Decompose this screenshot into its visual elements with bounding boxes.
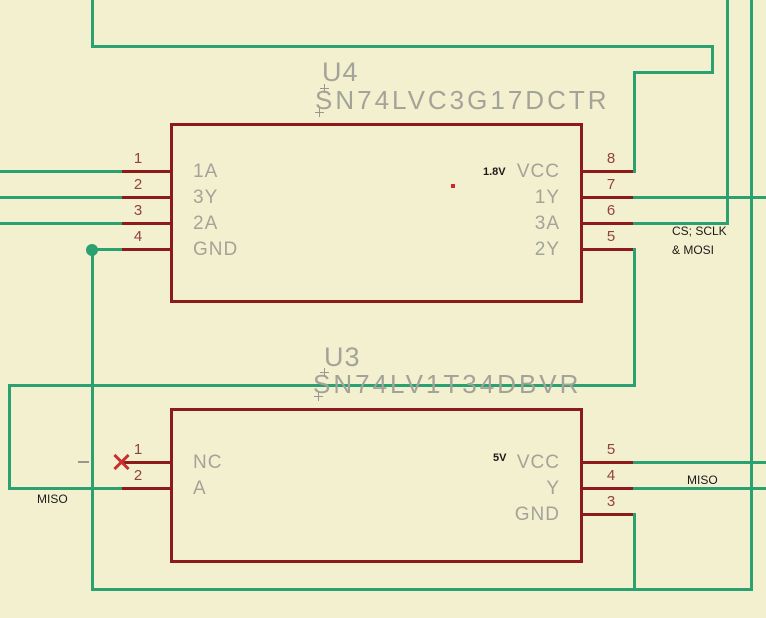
- wire-segment[interactable]: [633, 71, 636, 173]
- u4-pin-4[interactable]: [122, 248, 172, 251]
- u4-origin-cross-icon: [320, 84, 329, 93]
- pin-label: 1A: [193, 161, 219, 182]
- u4-pin-2[interactable]: [122, 196, 172, 199]
- wire-segment[interactable]: [633, 222, 729, 225]
- u4-pin-7[interactable]: [581, 196, 633, 199]
- pin-number: 6: [606, 202, 616, 219]
- u4-pin-6[interactable]: [581, 222, 633, 225]
- wire-segment[interactable]: [0, 170, 122, 173]
- net-label-5v: 5V: [493, 452, 507, 464]
- u3-pin-3[interactable]: [581, 513, 633, 516]
- pin-number: 4: [133, 228, 143, 245]
- u3-origin-cross-icon: [314, 392, 323, 401]
- u4-value: SN74LVC3G17DCTR: [315, 85, 610, 115]
- wire-segment[interactable]: [711, 45, 714, 74]
- wire-segment[interactable]: [633, 248, 636, 387]
- wire-segment[interactable]: [726, 0, 729, 225]
- u3-symbol-body[interactable]: [170, 408, 583, 563]
- u4-anchor-icon: [451, 184, 455, 188]
- wire-segment[interactable]: [8, 384, 636, 387]
- junction-dot[interactable]: [86, 244, 98, 256]
- pin-number: 4: [606, 467, 616, 484]
- u4-refdes: U4: [322, 57, 359, 87]
- pin-number: 3: [606, 493, 616, 510]
- pin-number: 5: [606, 228, 616, 245]
- wire-segment[interactable]: [91, 248, 122, 251]
- u4-symbol-body[interactable]: [170, 123, 583, 303]
- wire-segment[interactable]: [8, 487, 122, 490]
- pin-label: NC: [193, 452, 223, 473]
- u4-pin-3[interactable]: [122, 222, 172, 225]
- wire-segment[interactable]: [0, 222, 122, 225]
- wire-segment[interactable]: [750, 0, 753, 591]
- u4-pin-1[interactable]: [122, 170, 172, 173]
- pin-number: 7: [606, 176, 616, 193]
- wire-segment[interactable]: [8, 384, 11, 490]
- pin-label: A: [193, 478, 207, 499]
- wire-segment[interactable]: [91, 0, 94, 48]
- u3-pin-5[interactable]: [581, 461, 633, 464]
- net-label-mosi: & MOSI: [672, 243, 715, 257]
- net-label-1v8: 1.8V: [483, 166, 506, 178]
- wire-segment[interactable]: [91, 588, 753, 591]
- u3-anchor-dash-icon: [78, 461, 89, 463]
- u3-value: SN74LV1T34DBVR: [313, 369, 582, 399]
- wire-segment[interactable]: [633, 487, 766, 490]
- pin-label: GND: [193, 239, 239, 260]
- u3-pin-1[interactable]: [122, 461, 172, 464]
- pin-number: 8: [606, 150, 616, 167]
- pin-number: 1: [133, 441, 143, 458]
- u4-pin-8[interactable]: [581, 170, 633, 173]
- pin-label: VCC: [516, 161, 560, 182]
- pin-label: GND: [514, 504, 560, 525]
- net-label-miso-right: MISO: [687, 473, 718, 487]
- pin-label: VCC: [516, 452, 560, 473]
- pin-label: 2Y: [534, 239, 560, 260]
- pin-number: 3: [133, 202, 143, 219]
- u3-pin-2[interactable]: [122, 487, 172, 490]
- u3-refdes: U3: [324, 342, 361, 372]
- pin-label: 3Y: [193, 187, 219, 208]
- pin-number: 2: [133, 467, 143, 484]
- u4-origin-cross-icon: [315, 108, 324, 117]
- wire-segment[interactable]: [633, 71, 714, 74]
- wire-segment[interactable]: [633, 461, 766, 464]
- pin-number: 5: [606, 441, 616, 458]
- net-label-cs-sclk: CS; SCLK: [672, 224, 727, 238]
- wire-segment[interactable]: [633, 513, 636, 591]
- pin-number: 1: [133, 150, 143, 167]
- pin-label: 1Y: [534, 187, 560, 208]
- wire-segment[interactable]: [91, 45, 714, 48]
- pin-number: 2: [133, 176, 143, 193]
- pin-label: Y: [546, 478, 560, 499]
- u3-pin-4[interactable]: [581, 487, 633, 490]
- wire-segment[interactable]: [0, 196, 122, 199]
- u3-origin-cross-icon: [320, 368, 329, 377]
- pin-label: 2A: [193, 213, 219, 234]
- wire-segment[interactable]: [633, 196, 766, 199]
- net-label-miso-left: MISO: [37, 492, 68, 506]
- u4-pin-5[interactable]: [581, 248, 633, 251]
- wire-segment[interactable]: [91, 248, 94, 591]
- pin-label: 3A: [534, 213, 560, 234]
